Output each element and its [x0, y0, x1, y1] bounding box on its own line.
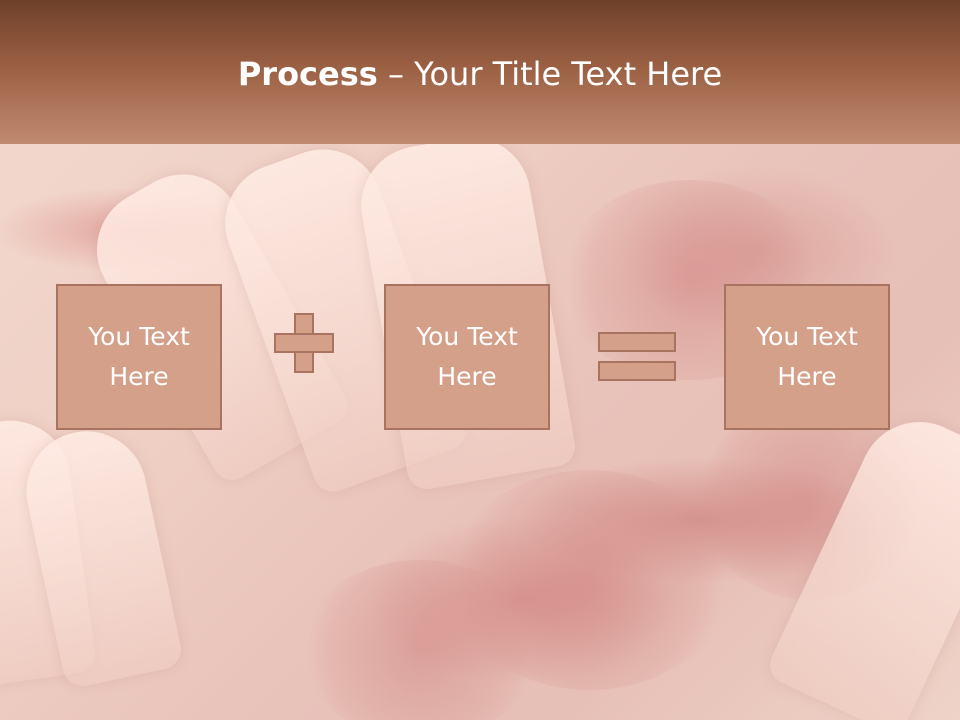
text-box-2-label: You Text Here — [416, 322, 518, 391]
equals-bar-top — [598, 332, 676, 352]
slide-title: Process – Your Title Text Here — [0, 54, 960, 94]
title-text: – Your Title Text Here — [377, 55, 723, 93]
plus-icon — [274, 313, 334, 373]
text-box-1[interactable]: You Text Here — [56, 284, 222, 430]
title-bold: Process — [237, 55, 378, 93]
title-bar: Process – Your Title Text Here — [0, 0, 960, 144]
text-box-3-label: You Text Here — [756, 322, 858, 391]
text-box-3[interactable]: You Text Here — [724, 284, 890, 430]
equals-bar-bottom — [598, 361, 676, 381]
text-box-2[interactable]: You Text Here — [384, 284, 550, 430]
text-box-1-label: You Text Here — [88, 322, 190, 391]
